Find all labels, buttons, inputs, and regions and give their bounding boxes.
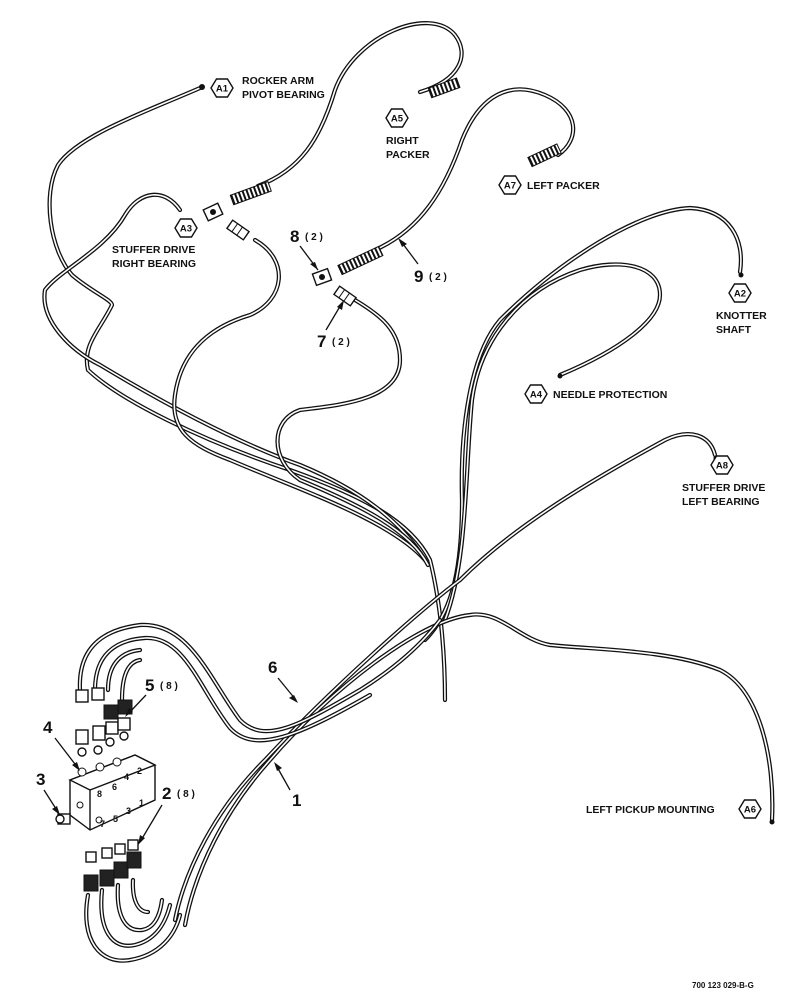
part-qty-2: ( 8 ) <box>177 789 195 800</box>
port-label: 1 <box>139 798 144 808</box>
callout-text: PACKER <box>386 149 430 161</box>
tube-a4 <box>442 262 663 623</box>
callout-text: RIGHT BEARING <box>112 258 196 270</box>
port-label: 3 <box>126 806 131 816</box>
port-label: 8 <box>97 789 102 799</box>
callout-text: LEFT BEARING <box>682 496 760 508</box>
tube-a1 <box>47 85 448 703</box>
adapter-fitting-a3 <box>225 219 251 241</box>
callout-a2: A2 <box>728 283 752 303</box>
part-labels: 8 ( 2 ) 9 ( 2 ) 7 ( 2 ) 6 1 5 ( 8 ) 4 3 <box>36 227 447 845</box>
callout-text: STUFFER DRIVE <box>112 244 195 256</box>
tube-a2 <box>422 205 743 643</box>
callout-id: A7 <box>504 181 516 192</box>
tube-bundle-top <box>77 617 443 734</box>
part-qty-9: ( 2 ) <box>429 272 447 283</box>
tube-a7-return <box>275 297 431 568</box>
callout-a1: A1 <box>210 78 234 98</box>
spring-guard-part-9 <box>337 245 384 276</box>
part-number-5: 5 <box>145 676 154 695</box>
port-label: 7 <box>100 819 105 829</box>
part-qty-5: ( 8 ) <box>160 681 178 692</box>
callout-text: NEEDLE PROTECTION <box>553 389 667 401</box>
callout-id: A8 <box>716 461 728 472</box>
port-label: 5 <box>113 814 118 824</box>
callout-text: KNOTTER <box>716 310 767 322</box>
elbow-fitting-a3 <box>202 202 224 222</box>
callout-a8: A8 <box>710 455 734 475</box>
spring-guard-a5 <box>427 77 461 99</box>
callout-text: LEFT PICKUP MOUNTING <box>586 804 715 816</box>
spring-guard-a7 <box>527 143 562 168</box>
port-label: 6 <box>112 782 117 792</box>
tube-group <box>42 21 775 963</box>
part-number-2: 2 <box>162 784 171 803</box>
distribution-block: 8 6 4 2 7 5 3 1 <box>55 687 157 892</box>
elbow-fitting-part-8 <box>311 267 333 287</box>
part-number-9: 9 <box>414 267 423 286</box>
callout-id: A3 <box>180 224 192 235</box>
port-label: 2 <box>137 766 142 776</box>
part-number-3: 3 <box>36 770 45 789</box>
part-number-1: 1 <box>292 791 301 810</box>
spring-guard-a3 <box>229 180 272 206</box>
tube-a5 <box>255 21 464 189</box>
callout-a6: A6 <box>738 799 762 819</box>
callout-id: A2 <box>734 289 746 300</box>
callout-id: A6 <box>744 805 756 816</box>
part-number-7: 7 <box>317 332 326 351</box>
callout-a5: A5 <box>385 108 409 128</box>
callout-a3: A3 <box>174 218 198 238</box>
part-number-8: 8 <box>290 227 299 246</box>
callout-text: SHAFT <box>716 324 752 336</box>
callout-text: STUFFER DRIVE <box>682 482 765 494</box>
callout-id: A1 <box>216 84 229 95</box>
bottom-fittings <box>83 839 142 892</box>
port-label: 4 <box>124 772 129 782</box>
grease-zerk-part-3 <box>55 813 71 825</box>
part-qty-8: ( 2 ) <box>305 232 323 243</box>
fittings <box>199 77 775 825</box>
drawing-code: 700 123 029-B-G <box>692 981 754 990</box>
callout-text: LEFT PACKER <box>527 180 600 192</box>
callout-id: A5 <box>391 114 404 125</box>
tube-a5-return <box>172 237 428 563</box>
part-number-6: 6 <box>268 658 277 677</box>
adapter-fitting-part-7 <box>332 285 358 307</box>
part-number-4: 4 <box>43 718 53 737</box>
callout-text: RIGHT <box>386 135 419 147</box>
part-qty-7: ( 2 ) <box>332 337 350 348</box>
callout-text: PIVOT BEARING <box>242 89 325 101</box>
callout-text: ROCKER ARM <box>242 75 314 87</box>
callout-id: A4 <box>530 390 543 401</box>
callout-a7: A7 <box>498 175 522 195</box>
callout-a4: A4 <box>524 384 548 404</box>
